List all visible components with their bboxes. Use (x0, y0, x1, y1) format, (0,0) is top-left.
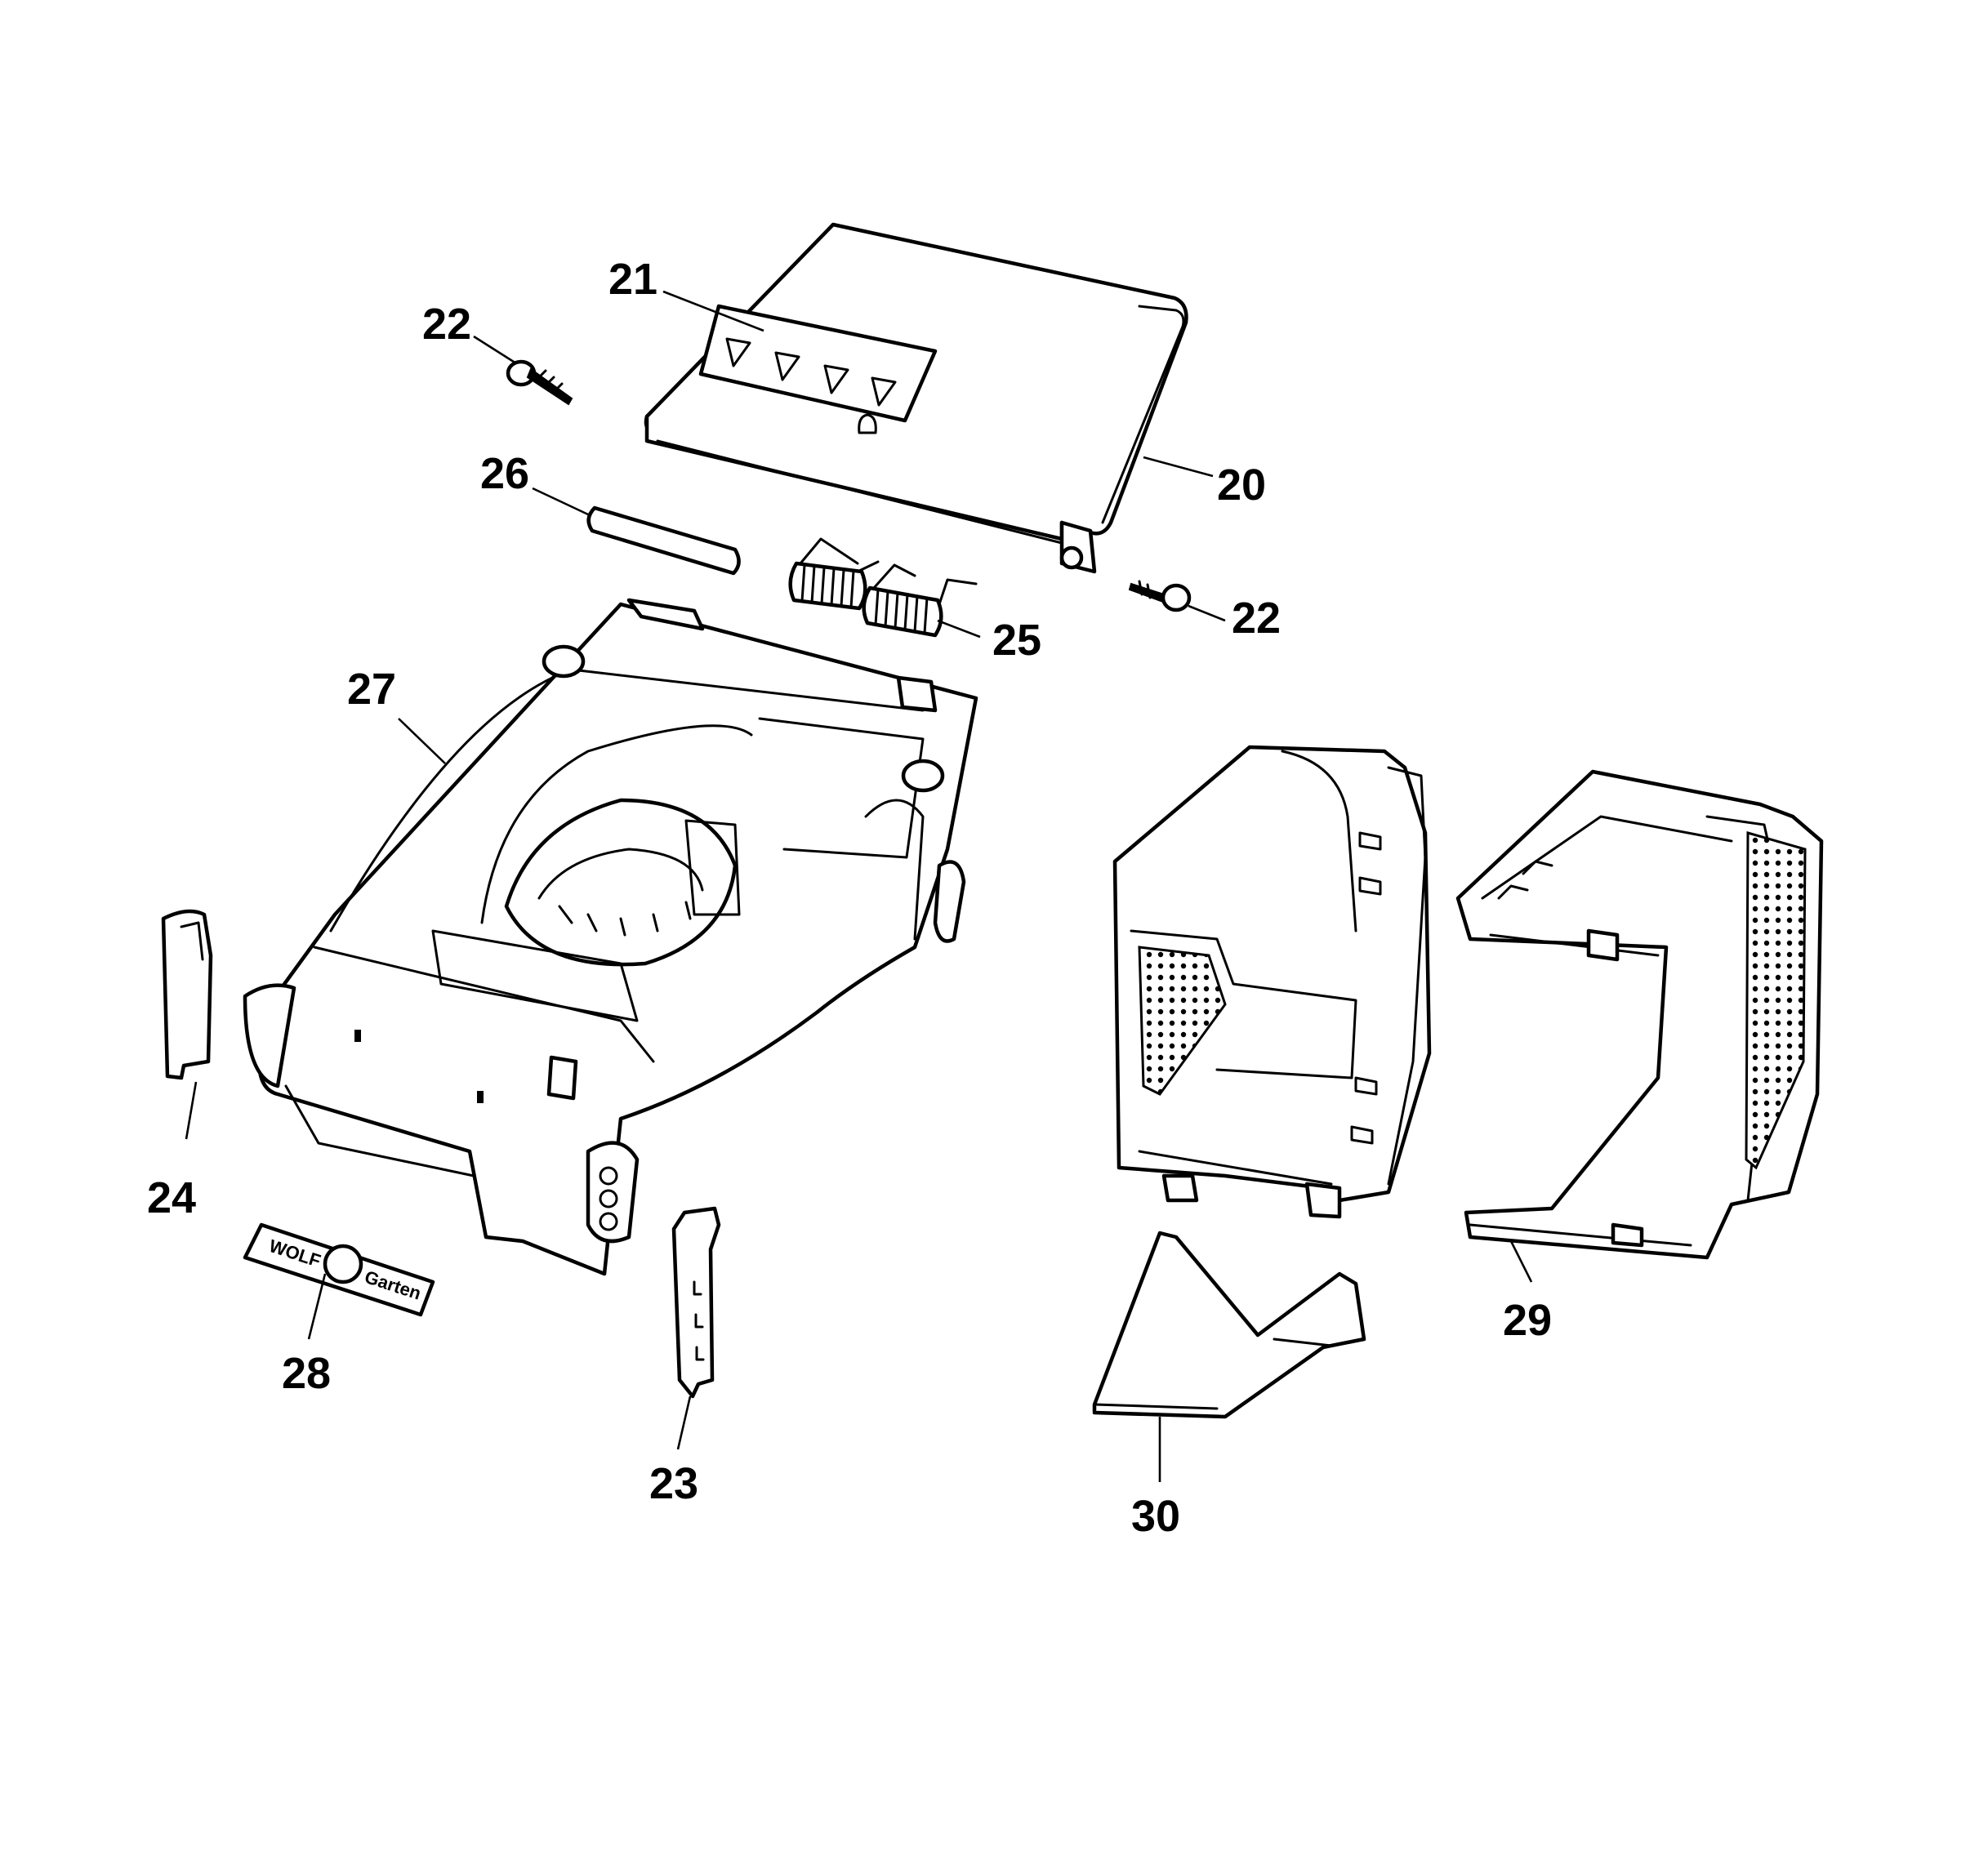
side-flap-part-24 (161, 909, 213, 1080)
rod-part-26 (586, 505, 741, 576)
catcher-frame-part-30-upper (1112, 745, 1432, 1219)
callout-23: 23 (649, 1459, 698, 1508)
logo-plate-part-28: WOLF Garten (243, 1222, 435, 1317)
catcher-cover-part-29 (1455, 769, 1824, 1260)
mower-housing-part-27 (243, 598, 978, 1276)
callout-22-left: 22 (422, 300, 471, 349)
screw-part-22-left (506, 359, 573, 406)
callout-26: 26 (480, 449, 529, 498)
callout-30: 30 (1131, 1492, 1180, 1541)
leader-lines (185, 290, 1533, 1482)
callout-25: 25 (992, 616, 1041, 665)
callout-21: 21 (608, 255, 657, 304)
catcher-base-part-30 (1092, 1231, 1366, 1419)
screw-part-22-right (1128, 580, 1192, 612)
callout-labels: 21 22 20 26 22 25 27 24 28 23 30 29 (147, 255, 1552, 1541)
callout-22-right: 22 (1232, 594, 1281, 643)
torsion-springs-part-25 (788, 537, 978, 638)
callout-20: 20 (1217, 461, 1266, 510)
label-plate-part-21 (698, 304, 938, 423)
callout-27: 27 (347, 665, 396, 714)
callout-24: 24 (147, 1173, 196, 1222)
callout-28: 28 (282, 1349, 331, 1398)
callout-29: 29 (1503, 1296, 1552, 1345)
side-flap-part-23 (671, 1206, 721, 1399)
